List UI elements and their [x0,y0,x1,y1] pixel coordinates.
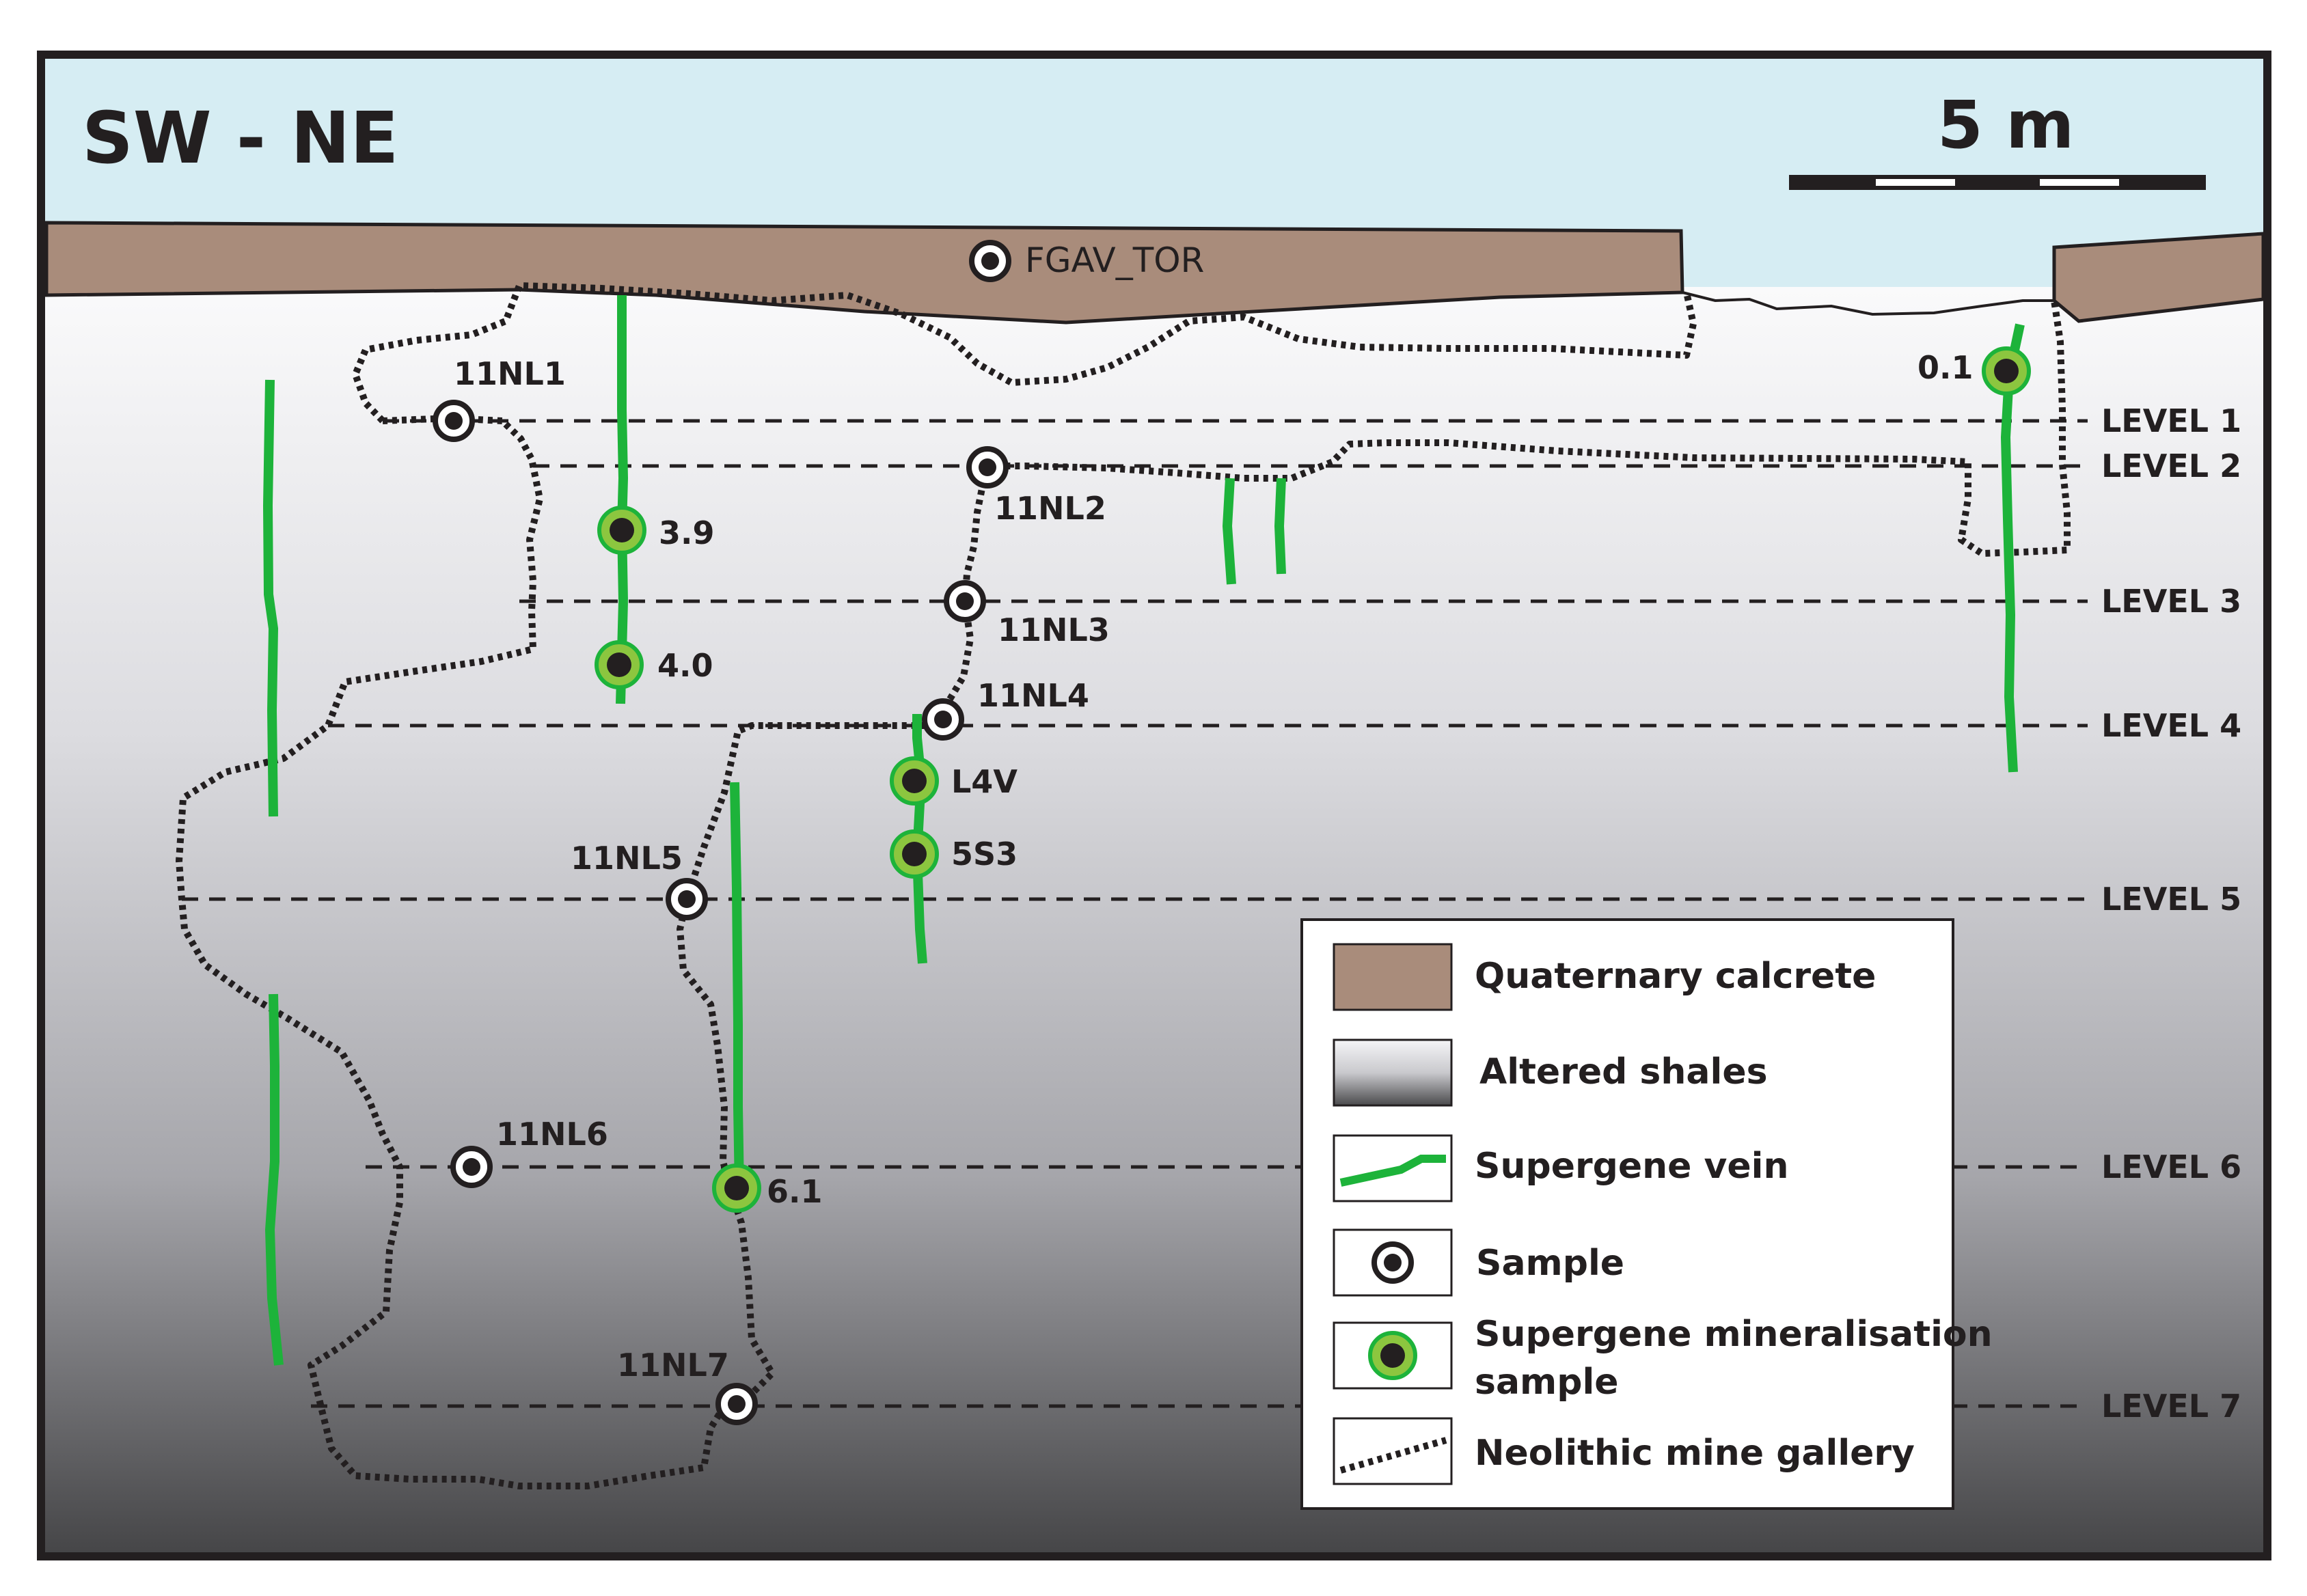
mineral-sample-4-0: 4.0 [595,640,713,689]
mineral-sample-5s3: 5S3 [890,829,1018,879]
scale-bar: 5 m [1789,87,2206,190]
calcrete-layer-main [44,221,1684,325]
mineral-sample-5s3-label: 5S3 [951,836,1018,872]
mineral-sample-6-1-label: 6.1 [767,1173,823,1210]
mineral-sample-6-1: 6.1 [712,1164,823,1213]
legend-vein-label: Supergene vein [1475,1146,1789,1187]
legend-sample-label: Sample [1476,1243,1624,1284]
mineral-sample-3-9: 3.9 [597,506,715,555]
sample-11nl3: 11NL3 [944,580,1110,648]
mineral-sample-0-1-label: 0.1 [1917,349,1974,386]
sample-11nl1: 11NL1 [433,355,566,442]
mineral-sample-l4v: L4V [890,756,1018,806]
sample-11nl3-label: 11NL3 [998,611,1110,648]
level-1-label: LEVEL 1 [2101,402,2241,439]
level-3-label: LEVEL 3 [2101,583,2241,620]
level-4-label: LEVEL 4 [2101,707,2241,744]
level-labels: LEVEL 1 LEVEL 2 LEVEL 3 LEVEL 4 LEVEL 5 … [2101,402,2241,1425]
mine-galleries [176,282,2071,1489]
sample-11nl2-label: 11NL2 [994,490,1106,527]
sample-11nl4-label: 11NL4 [977,677,1089,714]
gallery-west [176,415,940,1489]
legend-shales-label: Altered shales [1479,1051,1768,1092]
legend-shales-swatch [1333,1038,1453,1107]
diagram-frame [37,51,2271,1560]
sample-11nl7-label: 11NL7 [617,1347,729,1384]
mineral-sample-3-9-label: 3.9 [659,514,715,551]
sample-11nl6-label: 11NL6 [496,1116,608,1153]
sample-11nl2: 11NL2 [966,446,1106,527]
sample-11nl7: 11NL7 [617,1347,758,1425]
vein-2 [616,295,628,704]
mineral-sample-0-1: 0.1 [1917,346,2031,396]
sample-11nl5-label: 11NL5 [571,840,683,877]
legend-vein-line [1339,1155,1446,1187]
level-5-label: LEVEL 5 [2101,881,2241,918]
vein-6 [1274,478,1286,575]
scale-bar-label: 5 m [1937,87,2074,163]
legend-mineral-label-line1: Supergene mineralisation [1475,1314,1993,1355]
sample-fgav-tor: FGAV_TOR [969,240,1204,282]
legend-box [1300,918,1954,1510]
legend-calcrete-swatch [1333,943,1453,1011]
sample-fgav-tor-label: FGAV_TOR [1025,240,1204,280]
legend-mineral-label-line2: sample [1475,1362,1619,1403]
sample-11nl1-label: 11NL1 [454,355,566,392]
sample-11nl4: 11NL4 [922,677,1089,741]
legend-gallery-swatch [1333,1417,1453,1485]
vein-5 [1223,478,1236,585]
level-7-label: LEVEL 7 [2101,1388,2241,1425]
legend-calcrete-label: Quaternary calcrete [1475,956,1876,997]
mineral-sample-4-0-label: 4.0 [657,647,713,684]
calcrete-layer-east [2052,232,2265,323]
legend: Quaternary calcrete Altered shales Super… [1300,918,1993,1510]
sample-11nl6: 11NL6 [450,1116,608,1188]
gallery-central-shaft [936,300,2071,727]
level-6-label: LEVEL 6 [2101,1148,2241,1185]
ground-surface-line [1682,291,2054,316]
level-2-label: LEVEL 2 [2101,448,2241,484]
mineral-sample-l4v-label: L4V [951,763,1018,800]
vein-4 [730,782,744,1189]
sample-11nl5: 11NL5 [571,840,708,920]
vein-1 [263,379,278,817]
section-title: SW - NE [82,96,398,180]
legend-gallery-label: Neolithic mine gallery [1475,1433,1915,1474]
vein-8 [265,993,284,1366]
sample-markers: FGAV_TOR 11NL1 11NL2 11NL3 11NL4 11NL5 [433,240,2031,1425]
vein-3 [912,714,927,964]
